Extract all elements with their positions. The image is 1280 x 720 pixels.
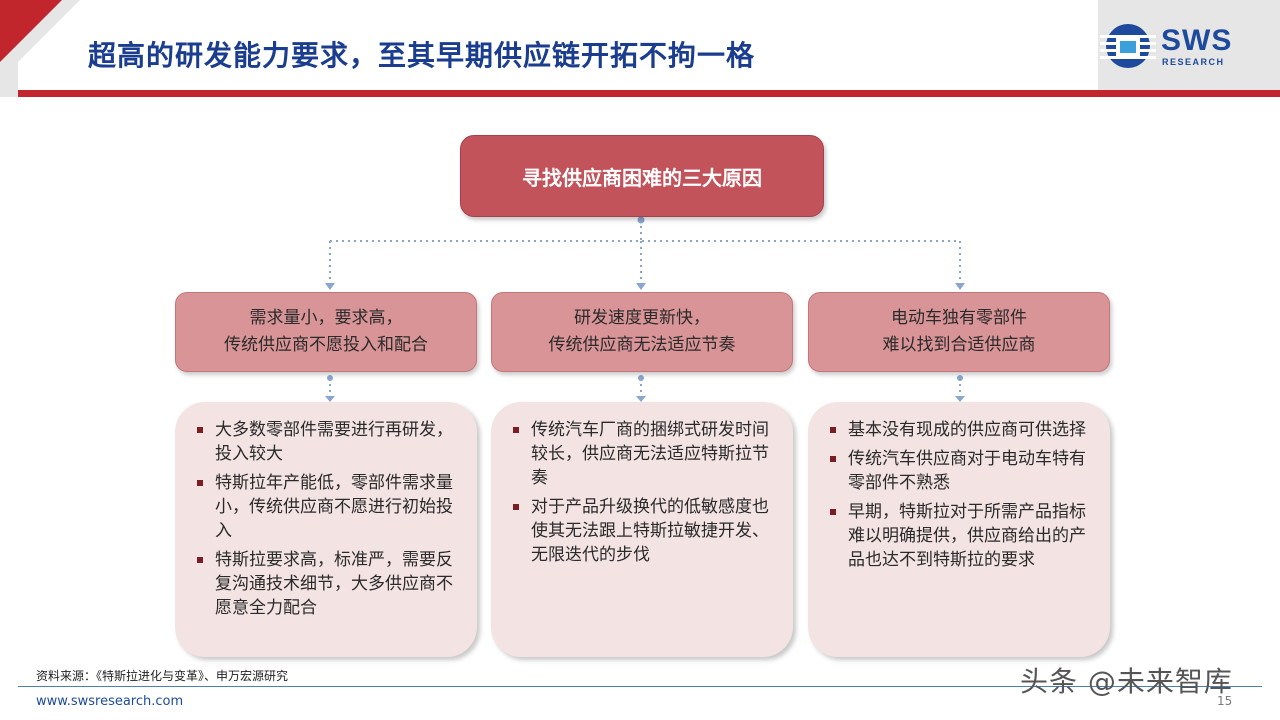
sws-logo-icon: [1100, 24, 1156, 68]
bullet-icon: [197, 480, 203, 486]
list-item: 大多数零部件需要进行再研发，投入较大: [193, 418, 457, 466]
bullet-icon: [197, 557, 203, 563]
header-panel: [18, 0, 1098, 90]
page-title: 超高的研发能力要求，至其早期供应链开拓不拘一格: [88, 39, 756, 72]
bullet-icon: [830, 509, 836, 515]
page-number: 15: [1217, 694, 1233, 708]
list-item: 早期，特斯拉对于所需产品指标难以明确提供，供应商给出的产品也达不到特斯拉的要求: [826, 500, 1090, 572]
website-link[interactable]: www.swsresearch.com: [36, 694, 184, 709]
category-box-demand: 需求量小，要求高， 传统供应商不愿投入和配合: [175, 292, 477, 372]
bullet-icon: [830, 456, 836, 462]
category-line: 研发速度更新快，: [574, 308, 710, 328]
footer-divider: [18, 686, 1262, 687]
list-item: 特斯拉年产能低，零部件需求量小，传统供应商不愿进行初始投入: [193, 471, 457, 543]
category-box-ev-parts: 电动车独有零部件 难以找到合适供应商: [808, 292, 1110, 372]
list-item: 基本没有现成的供应商可供选择: [826, 418, 1090, 442]
list-item: 对于产品升级换代的低敏感度也使其无法跟上特斯拉敏捷开发、无限迭代的步伐: [509, 495, 773, 567]
list-item: 传统汽车供应商对于电动车特有零部件不熟悉: [826, 447, 1090, 495]
detail-box-ev-parts: 基本没有现成的供应商可供选择 传统汽车供应商对于电动车特有零部件不熟悉 早期，特…: [808, 402, 1110, 657]
category-line: 电动车独有零部件: [891, 308, 1027, 328]
category-line: 传统供应商无法适应节奏: [548, 335, 736, 355]
header-divider: [18, 90, 1280, 97]
source-note: 资料来源：《特斯拉进化与变革》、申万宏源研究: [36, 669, 289, 683]
logo-wordmark: SWS: [1161, 24, 1233, 57]
category-box-speed: 研发速度更新快， 传统供应商无法适应节奏: [491, 292, 793, 372]
category-line: 传统供应商不愿投入和配合: [224, 335, 428, 355]
bullet-icon: [830, 427, 836, 433]
bullet-icon: [197, 427, 203, 433]
list-item: 传统汽车厂商的捆绑式研发时间较长，供应商无法适应特斯拉节奏: [509, 418, 773, 490]
detail-box-speed: 传统汽车厂商的捆绑式研发时间较长，供应商无法适应特斯拉节奏 对于产品升级换代的低…: [491, 402, 793, 657]
list-item: 特斯拉要求高，标准严，需要反复沟通技术细节，大多供应商不愿意全力配合: [193, 548, 457, 620]
diagram-root-box: 寻找供应商困难的三大原因: [460, 135, 824, 217]
detail-box-demand: 大多数零部件需要进行再研发，投入较大 特斯拉年产能低，零部件需求量小，传统供应商…: [175, 402, 477, 657]
sws-logo: SWS RESEARCH: [1098, 22, 1258, 70]
category-line: 难以找到合适供应商: [882, 335, 1036, 355]
logo-subtitle: RESEARCH: [1162, 57, 1225, 67]
category-line: 需求量小，要求高，: [249, 308, 403, 328]
watermark: 头条 @未来智库: [1020, 665, 1233, 698]
bullet-icon: [513, 504, 519, 510]
bullet-icon: [513, 427, 519, 433]
